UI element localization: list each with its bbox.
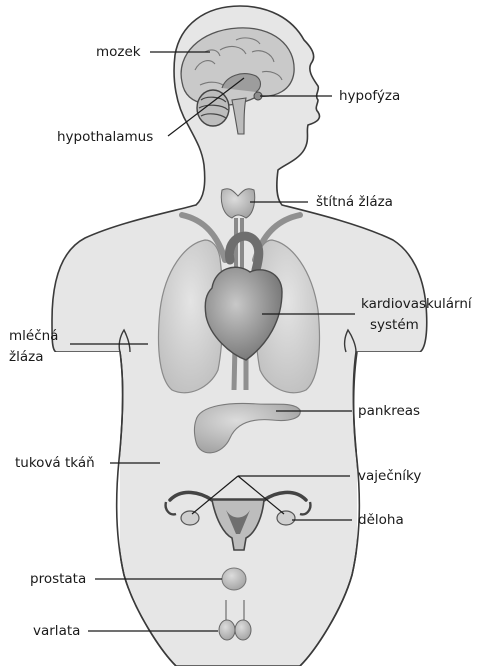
label-prostate: prostata — [30, 570, 86, 588]
label-pituitary: hypofýza — [339, 87, 400, 105]
label-mammary-line2: žláza — [9, 348, 43, 366]
label-adipose-tissue: tuková tkáň — [15, 454, 95, 472]
prostate — [222, 568, 246, 590]
label-ovaries: vaječníky — [358, 467, 421, 485]
label-cardiovascular-line1: kardiovaskulární — [361, 295, 472, 313]
label-cardiovascular-line2: systém — [370, 316, 419, 334]
label-uterus: děloha — [358, 511, 404, 529]
label-mammary-line1: mléčná — [9, 327, 58, 345]
label-hypothalamus: hypothalamus — [57, 128, 153, 146]
label-testes: varlata — [33, 622, 80, 640]
label-brain: mozek — [96, 43, 141, 61]
label-pancreas: pankreas — [358, 402, 420, 420]
label-thyroid: štítná žláza — [316, 193, 393, 211]
